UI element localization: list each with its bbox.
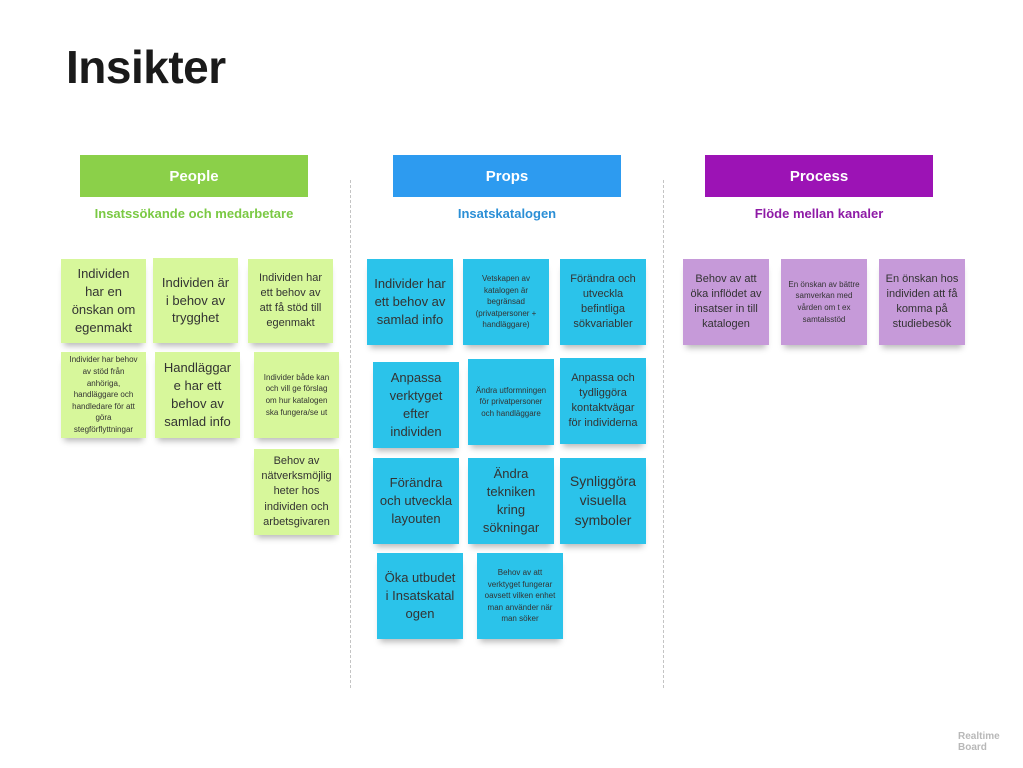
- column-divider: [663, 180, 664, 688]
- sticky-note[interactable]: Behov av att öka inflödet av insatser in…: [683, 259, 769, 345]
- sticky-note[interactable]: Handläggare har ett behov av samlad info: [155, 352, 240, 438]
- sticky-note[interactable]: Öka utbudet i Insatskatal ogen: [377, 553, 463, 639]
- sticky-note[interactable]: Förändra och utveckla befintliga sökvari…: [560, 259, 646, 345]
- column-subtitle-people: Insatssökande och medarbetare: [94, 206, 294, 221]
- sticky-note[interactable]: Förändra och utveckla layouten: [373, 458, 459, 544]
- column-header-props[interactable]: Props: [393, 155, 621, 197]
- realtimeboard-logo: Realtime Board: [958, 731, 1000, 753]
- sticky-note[interactable]: Vetskapen av katalogen är begränsad (pri…: [463, 259, 549, 345]
- sticky-note[interactable]: Anpassa och tydliggöra kontaktvägar för …: [560, 358, 646, 444]
- sticky-note[interactable]: Ändra tekniken kring sökningar: [468, 458, 554, 544]
- column-header-people[interactable]: People: [80, 155, 308, 197]
- sticky-note[interactable]: Ändra utformningen för privatpersoner oc…: [468, 359, 554, 445]
- sticky-note[interactable]: Individer har ett behov av samlad info: [367, 259, 453, 345]
- page-title: Insikter: [66, 41, 226, 93]
- sticky-note[interactable]: En önskan av bättre samverkan med vården…: [781, 259, 867, 345]
- sticky-note[interactable]: Behov av nätverksmöjlig heter hos indivi…: [254, 449, 339, 535]
- sticky-note[interactable]: Anpassa verktyget efter individen: [373, 362, 459, 448]
- sticky-note[interactable]: Behov av att verktyget fungerar oavsett …: [477, 553, 563, 639]
- sticky-note[interactable]: En önskan hos individen att få komma på …: [879, 259, 965, 345]
- sticky-note[interactable]: Individen har ett behov av att få stöd t…: [248, 259, 333, 343]
- sticky-note[interactable]: Synliggöra visuella symboler: [560, 458, 646, 544]
- sticky-note[interactable]: Individer både kan och vill ge förslag o…: [254, 352, 339, 438]
- sticky-note[interactable]: Individer har behov av stöd från anhörig…: [61, 352, 146, 438]
- column-header-process[interactable]: Process: [705, 155, 933, 197]
- column-subtitle-props: Insatskatalogen: [457, 206, 557, 221]
- sticky-note[interactable]: Individen är i behov av trygghet: [153, 258, 238, 343]
- sticky-note[interactable]: Individen har en önskan om egenmakt: [61, 259, 146, 343]
- column-subtitle-process: Flöde mellan kanaler: [754, 206, 884, 221]
- column-divider: [350, 180, 351, 688]
